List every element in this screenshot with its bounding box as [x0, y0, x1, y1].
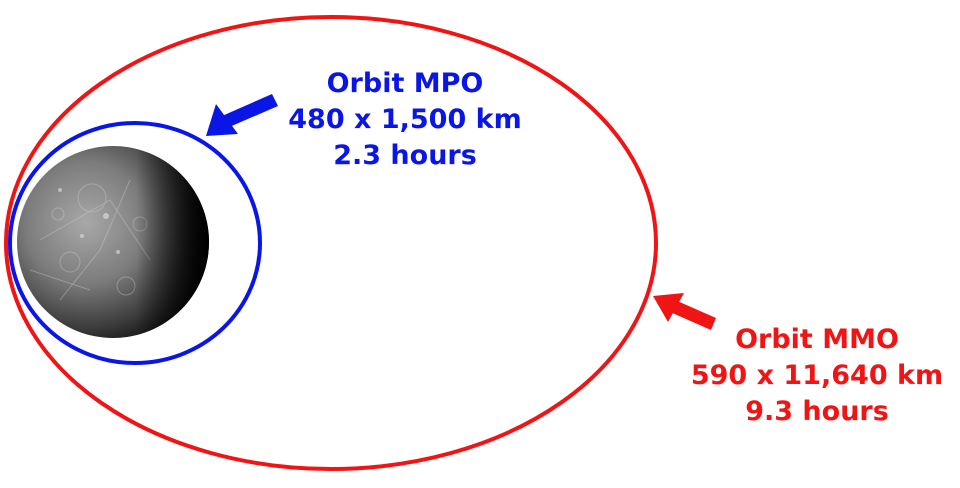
orbit-mmo-period: 9.3 hours [745, 396, 889, 427]
orbit-mmo-ellipse [4, 15, 658, 471]
planet-mercury [17, 146, 209, 338]
orbit-mpo-period: 2.3 hours [333, 140, 477, 171]
orbit-mmo-dimensions: 590 x 11,640 km [690, 360, 944, 391]
mpo-arrow [206, 94, 278, 136]
orbit-mmo-title: Orbit MMO [735, 324, 899, 355]
orbit-mpo-ellipse [8, 121, 262, 365]
orbit-mpo-label: Orbit MPO 480 x 1,500 km 2.3 hours [260, 66, 550, 174]
mmo-arrow [653, 293, 716, 330]
orbit-mmo-label: Orbit MMO 590 x 11,640 km 9.3 hours [672, 322, 960, 430]
orbit-mpo-title: Orbit MPO [326, 68, 484, 99]
orbit-mpo-dimensions: 480 x 1,500 km [288, 104, 522, 135]
